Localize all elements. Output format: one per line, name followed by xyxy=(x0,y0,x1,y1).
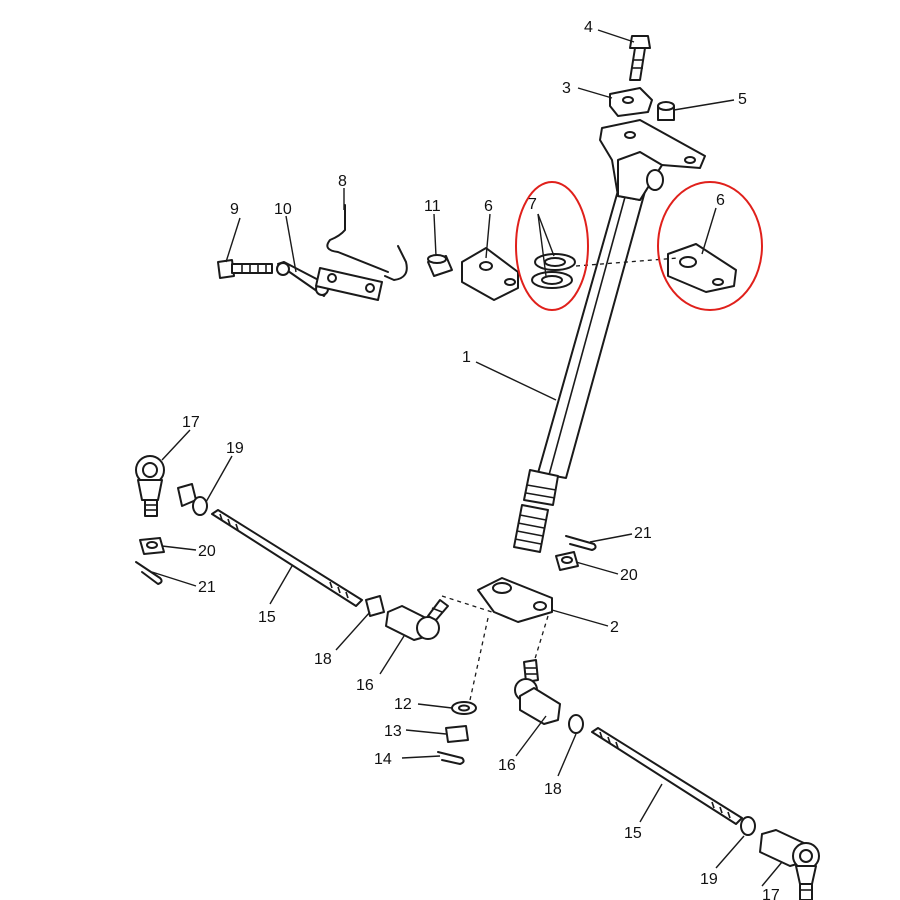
callout-7: 7 xyxy=(528,196,537,213)
lower-clamp-part-6-left xyxy=(461,247,519,301)
pitman-link-dash-right xyxy=(533,615,549,663)
callout-3: 3 xyxy=(562,80,571,97)
bolt-part-4 xyxy=(629,35,651,81)
callout-2: 2 xyxy=(610,619,619,636)
nut-part-19-right xyxy=(740,816,756,836)
callout-16-left: 16 xyxy=(356,677,374,694)
highlight-circle-washers xyxy=(515,181,589,311)
callout-21-left: 21 xyxy=(198,579,216,596)
callout-17-left: 17 xyxy=(182,414,200,431)
spring-clip-part-8 xyxy=(315,204,408,301)
nut-part-18-left xyxy=(365,595,385,617)
callout-18-left: 18 xyxy=(314,651,332,668)
callout-14: 14 xyxy=(374,751,392,768)
bushing-part-5 xyxy=(657,101,675,121)
callout-21-right: 21 xyxy=(634,525,652,542)
callout-18-right: 18 xyxy=(544,781,562,798)
tie-rod-end-part-17-right xyxy=(759,829,820,900)
leader-lines xyxy=(151,29,783,887)
assembly-centerline xyxy=(575,257,679,267)
pitman-arm-part-2 xyxy=(477,577,553,623)
callout-13: 13 xyxy=(384,723,402,740)
callout-15-right: 15 xyxy=(624,825,642,842)
nut-part-20-right xyxy=(555,551,579,571)
bolt-part-9 xyxy=(217,259,273,279)
cotter-pin-part-21-left xyxy=(135,561,163,585)
tie-rod-end-part-17-left xyxy=(135,455,165,517)
callout-12: 12 xyxy=(394,696,412,713)
washer-part-18-right xyxy=(568,714,584,734)
washer-part-19-left xyxy=(192,496,208,516)
callout-19-right: 19 xyxy=(700,871,718,888)
callout-6-right: 6 xyxy=(716,192,725,209)
callout-17-right: 17 xyxy=(762,887,780,900)
washers-part-7 xyxy=(531,253,576,289)
callout-20-left: 20 xyxy=(198,543,216,560)
collar-part-11 xyxy=(427,254,453,277)
tie-rod-end-part-16-right xyxy=(514,659,561,725)
clamp-part-6-right xyxy=(667,243,737,293)
callout-6-left: 6 xyxy=(484,198,493,215)
callout-5: 5 xyxy=(738,91,747,108)
highlight-circle-clamp xyxy=(657,181,763,311)
upper-bracket-part xyxy=(599,119,706,201)
cotter-pin-part-14 xyxy=(437,751,465,765)
callout-16-right: 16 xyxy=(498,757,516,774)
tie-rod-part-15-left xyxy=(211,509,363,607)
callout-15-left: 15 xyxy=(258,609,276,626)
callout-1: 1 xyxy=(462,349,471,366)
callout-11: 11 xyxy=(424,198,441,215)
pitman-link-dash-center xyxy=(469,617,489,701)
callout-numbers: 4 3 5 8 9 10 11 6 7 6 1 17 19 20 21 15 1… xyxy=(182,19,780,900)
pitman-link-dash-left xyxy=(441,595,493,613)
callout-4: 4 xyxy=(584,19,593,36)
callout-10: 10 xyxy=(274,201,292,218)
washer-part-12 xyxy=(451,701,477,715)
callout-19-left: 19 xyxy=(226,440,244,457)
cotter-pin-part-21-right xyxy=(565,535,597,551)
nut-part-20-left xyxy=(139,537,165,555)
nut-part-13 xyxy=(445,725,469,743)
tie-rod-part-15-right xyxy=(591,727,743,825)
upper-clamp-part-3 xyxy=(609,87,653,117)
callout-8: 8 xyxy=(338,173,347,190)
callout-20-right: 20 xyxy=(620,567,638,584)
tie-rod-end-part-16-left xyxy=(385,599,449,641)
steering-shaft-part xyxy=(513,179,648,553)
callout-9: 9 xyxy=(230,201,239,218)
